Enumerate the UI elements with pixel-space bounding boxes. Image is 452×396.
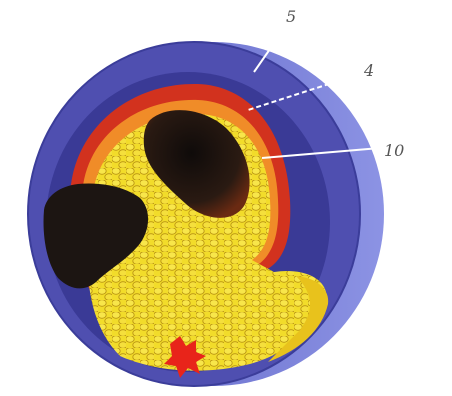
label-5: 5 bbox=[286, 7, 296, 26]
label-4: 4 bbox=[363, 61, 374, 80]
label-10: 10 bbox=[384, 141, 404, 160]
